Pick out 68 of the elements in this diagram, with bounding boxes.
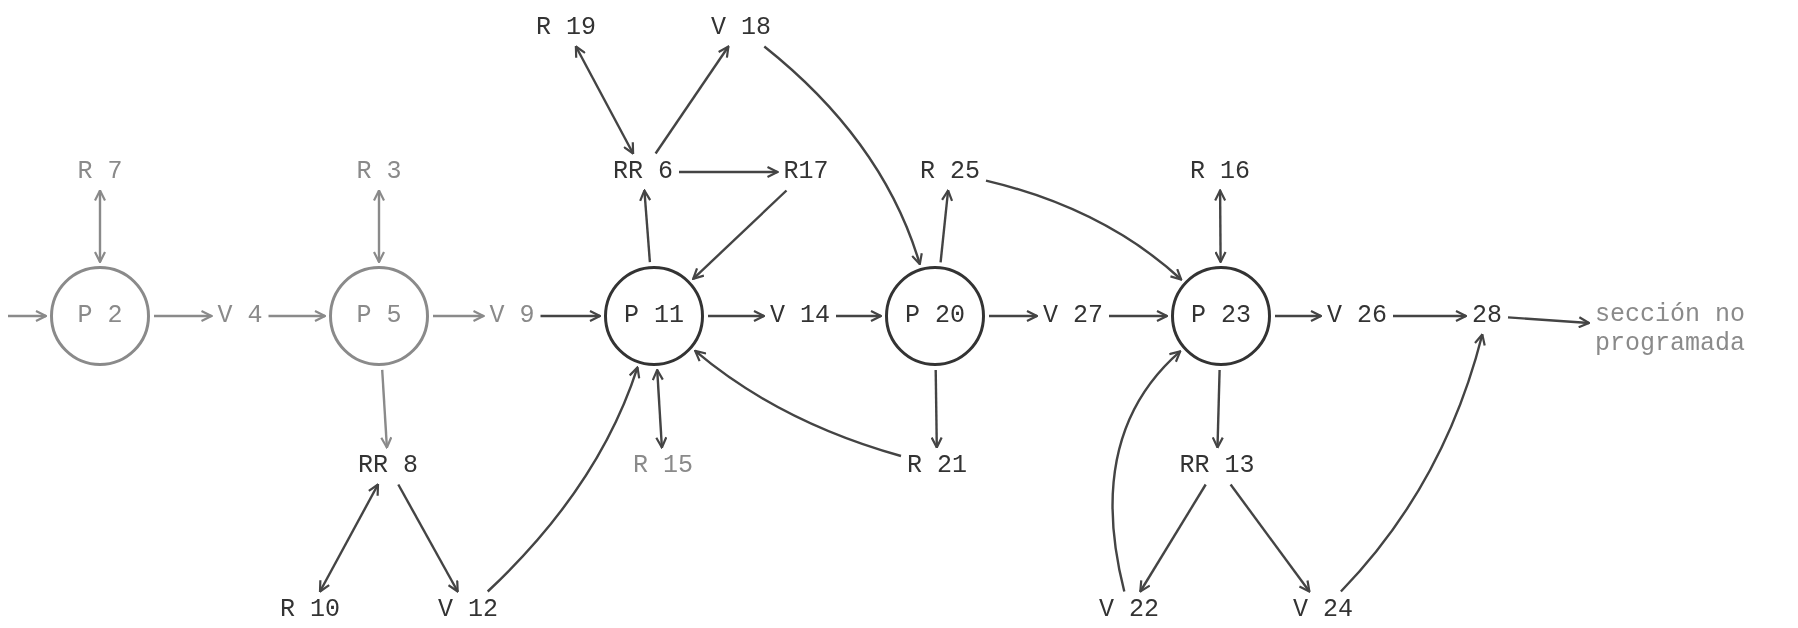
arrow	[154, 309, 213, 323]
node-label: R 19	[536, 13, 596, 43]
node-label: V 27	[1043, 301, 1103, 331]
node-label: sección no programada	[1595, 301, 1785, 359]
node-label: R17	[783, 157, 829, 187]
node-label: V 22	[1099, 595, 1159, 625]
arrow	[692, 189, 788, 280]
node-label: R 16	[1190, 157, 1250, 187]
node-label: RR 13	[1179, 451, 1255, 481]
arrow	[1214, 189, 1227, 264]
node-label: R 7	[77, 157, 123, 187]
node-label: V 26	[1327, 301, 1387, 331]
arrow	[540, 309, 602, 323]
arrow	[486, 366, 641, 593]
node-label: V 18	[711, 13, 771, 43]
arrow	[372, 189, 386, 264]
process-label: P 2	[77, 301, 123, 331]
arrow	[1275, 309, 1323, 323]
arrow	[694, 349, 902, 458]
arrow	[708, 309, 766, 323]
arrow	[1340, 333, 1486, 593]
node-label: R 3	[356, 157, 402, 187]
process-circle	[885, 266, 985, 366]
node-label: R 25	[920, 157, 980, 187]
process-circle	[1171, 266, 1271, 366]
arrow	[574, 45, 635, 155]
node-label: V 14	[770, 301, 830, 331]
arrow	[679, 165, 779, 179]
arrow	[1109, 309, 1169, 323]
process-circle	[604, 266, 704, 366]
arrow	[836, 309, 883, 323]
node-label: V 24	[1293, 595, 1353, 625]
arrow	[93, 189, 107, 264]
arrow	[651, 368, 668, 449]
arrow	[930, 370, 943, 449]
arrow	[1229, 483, 1311, 593]
node-label: RR 8	[358, 451, 418, 481]
arrow	[654, 45, 730, 155]
arrow	[433, 309, 485, 323]
process-label: P 11	[624, 301, 684, 331]
process-label: P 23	[1191, 301, 1251, 331]
arrow	[1211, 369, 1224, 449]
arrow	[985, 179, 1183, 281]
process-label: P 20	[905, 301, 965, 331]
arrow	[939, 189, 954, 263]
node-label: V 4	[217, 301, 263, 331]
node-label: V 9	[489, 301, 535, 331]
process-label: P 5	[356, 301, 402, 331]
arrow	[639, 189, 652, 263]
arrow	[989, 309, 1039, 323]
arrow	[380, 369, 393, 449]
node-label: V 12	[438, 595, 498, 625]
process-circle	[329, 266, 429, 366]
node-label: R 15	[633, 451, 693, 481]
arrow	[1111, 350, 1182, 592]
arrow	[1507, 316, 1591, 329]
arrow	[318, 483, 380, 593]
arrow	[268, 309, 327, 323]
node-label: RR 6	[613, 157, 673, 187]
process-circle	[50, 266, 150, 366]
node-label: R 21	[907, 451, 967, 481]
arrow	[1393, 309, 1468, 323]
node-label: R 10	[280, 595, 340, 625]
arrow	[8, 309, 48, 323]
arrow	[763, 45, 923, 266]
arrow	[1139, 483, 1207, 593]
arrow	[397, 483, 459, 593]
node-label: 28	[1472, 301, 1502, 331]
